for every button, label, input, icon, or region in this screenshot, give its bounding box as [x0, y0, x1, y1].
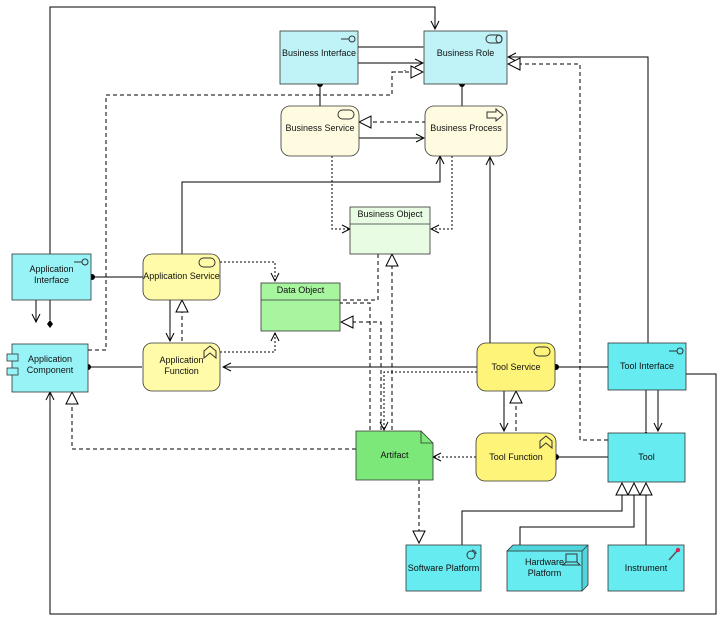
- node-tool-service[interactable]: Tool Service: [476, 342, 556, 392]
- edge-bp-bo: [431, 156, 453, 229]
- edge-af-do: [220, 333, 275, 353]
- node-label: Component: [27, 365, 74, 375]
- edge-ti-ac-loop: [50, 373, 717, 615]
- connectors: [36, 6, 717, 615]
- edge-ac-br-realize: [88, 72, 423, 351]
- edge-ti-br: [508, 57, 649, 343]
- laptop-icon: [561, 553, 582, 566]
- node-label: Application: [29, 264, 73, 274]
- role-icon: [485, 34, 503, 44]
- service-icon: [337, 109, 355, 120]
- interface-icon: [74, 258, 89, 266]
- function-icon: [203, 345, 217, 360]
- node-label: Application: [159, 355, 203, 365]
- system-software-icon: [466, 549, 477, 560]
- component-icon: [6, 353, 19, 362]
- interface-icon: [341, 35, 356, 43]
- process-arrow-icon: [486, 107, 504, 123]
- node-application-service[interactable]: Application Service: [142, 253, 221, 301]
- service-icon: [533, 346, 551, 357]
- node-label: Tool: [638, 452, 655, 462]
- node-tool[interactable]: Tool: [607, 432, 686, 483]
- node-label: Interface: [34, 275, 69, 285]
- node-business-service[interactable]: Business Service: [280, 105, 360, 157]
- node-label: Application Service: [143, 271, 220, 281]
- node-label: Business Process: [430, 123, 502, 133]
- node-business-role[interactable]: Business Role: [423, 30, 508, 85]
- node-label: Data Object: [277, 285, 325, 295]
- node-label: Platform: [528, 568, 562, 578]
- node-tool-function[interactable]: Tool Function: [475, 432, 557, 482]
- node-label: Hardware: [525, 557, 564, 567]
- edge-ai-br: [49, 6, 435, 254]
- node-label: Function: [164, 366, 199, 376]
- edge-as-bp: [181, 156, 440, 254]
- node-label: Business Service: [285, 123, 354, 133]
- edge-as-do: [220, 261, 275, 281]
- edge-art-ac-realize: [72, 392, 356, 450]
- node-label: Tool Interface: [620, 361, 674, 371]
- function-icon: [539, 435, 553, 450]
- node-label: Tool Service: [491, 362, 540, 372]
- node-business-object[interactable]: Business Object: [349, 206, 431, 255]
- node-tool-interface[interactable]: Tool Interface: [607, 342, 687, 391]
- pipette-icon: [668, 547, 681, 561]
- interface-icon: [669, 347, 684, 355]
- node-business-interface[interactable]: Business Interface: [279, 30, 359, 85]
- node-label: Software Platform: [408, 563, 480, 573]
- node-artifact[interactable]: Artifact: [355, 430, 434, 481]
- edge-ts-art: [384, 371, 477, 430]
- node-label: Business Interface: [282, 48, 356, 58]
- node-label: Tool Function: [489, 452, 543, 462]
- node-label: Application: [28, 354, 72, 364]
- node-label: Business Role: [437, 48, 495, 58]
- edge-art-do-realize: [341, 322, 382, 430]
- node-label: Artifact: [380, 450, 409, 460]
- edge-hp-tool: [519, 483, 634, 545]
- edge-tool-br-realize: [508, 64, 608, 441]
- edge-bs-bo: [331, 156, 350, 229]
- node-business-process[interactable]: Business Process: [424, 105, 508, 157]
- node-label: Instrument: [625, 563, 668, 573]
- node-data-object[interactable]: Data Object: [260, 282, 341, 332]
- node-instrument[interactable]: Instrument: [607, 544, 685, 592]
- nodes: Business Interface Business RoleBusiness …: [6, 30, 687, 592]
- service-icon: [198, 257, 216, 268]
- node-label: Business Object: [357, 209, 423, 219]
- node-software-platform[interactable]: Software Platform: [405, 544, 482, 592]
- edge-sp-tool: [461, 483, 622, 545]
